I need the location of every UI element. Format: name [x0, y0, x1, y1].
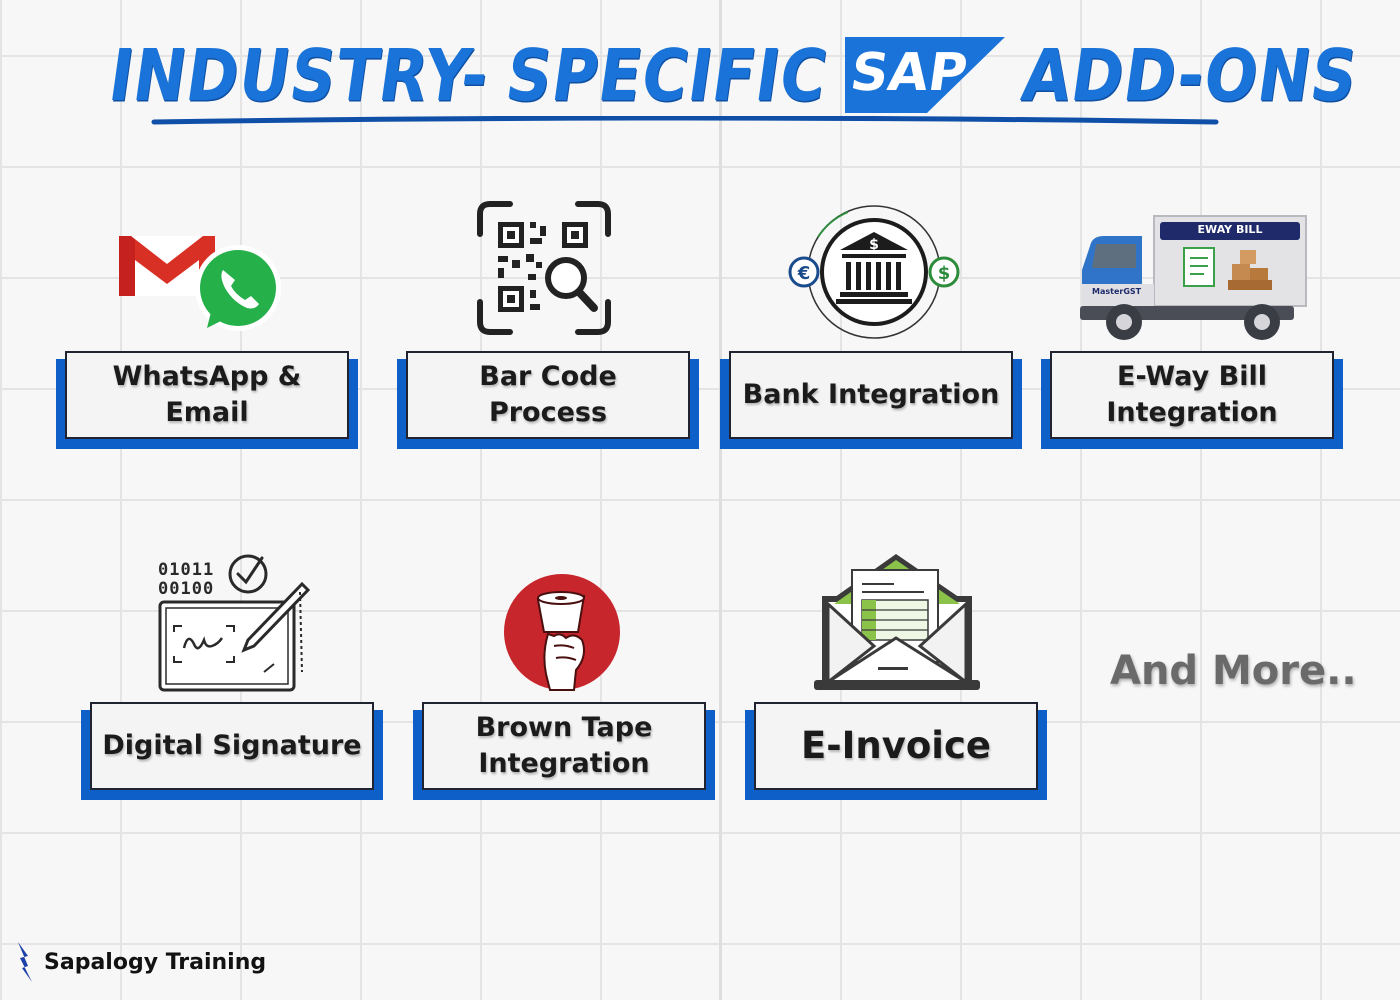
qr-scan-icon: [477, 201, 611, 335]
bank-currency-icon: $ € $: [788, 205, 960, 339]
card-label: Bank Integration: [729, 351, 1013, 439]
card-label: WhatsApp & Email: [65, 351, 349, 439]
binary-line-2: 00100: [158, 579, 215, 599]
sapalogy-logo-icon: [18, 942, 32, 982]
mastergst-brand: MasterGST: [1092, 287, 1142, 296]
and-more-text: And More..: [1110, 648, 1357, 694]
center-divider: [719, 0, 722, 1000]
svg-text:$: $: [869, 237, 879, 253]
card-label: E-Way Bill Integration: [1050, 351, 1334, 439]
card-bar-code-process[interactable]: Bar Code Process: [397, 351, 699, 449]
card-brown-tape-integration[interactable]: Brown Tape Integration: [413, 702, 715, 800]
brand-footer[interactable]: Sapalogy Training: [14, 942, 266, 982]
page-title: INDUSTRY- SPECIFIC SAP ADD-ONS: [104, 30, 1362, 120]
svg-text:€: €: [797, 263, 811, 284]
title-industry: INDUSTRY-: [104, 33, 495, 117]
svg-text:$: $: [938, 263, 951, 284]
digital-signature-icon: 01011 00100: [156, 552, 316, 694]
sap-logo: SAP: [844, 37, 1005, 113]
card-label: Bar Code Process: [406, 351, 690, 439]
binary-line-1: 01011: [158, 560, 215, 580]
card-digital-signature[interactable]: Digital Signature: [81, 702, 383, 800]
brand-name: Sapalogy Training: [44, 949, 267, 975]
card-e-invoice[interactable]: E-Invoice: [745, 702, 1047, 800]
gmail-whatsapp-icon: [119, 236, 281, 331]
card-bank-integration[interactable]: Bank Integration: [720, 351, 1022, 449]
card-label: E-Invoice: [754, 702, 1038, 790]
title-addons: ADD-ONS: [1016, 33, 1363, 117]
title-underline: [151, 116, 1219, 125]
card-eway-bill-integration[interactable]: E-Way Bill Integration: [1041, 351, 1343, 449]
eway-truck-icon: EWAY BILL MasterGST: [1080, 214, 1308, 344]
card-whatsapp-email[interactable]: WhatsApp & Email: [56, 351, 358, 449]
card-label: Digital Signature: [90, 702, 374, 790]
title-specific: SPECIFIC: [500, 33, 833, 117]
eway-sign: EWAY BILL: [1197, 223, 1263, 236]
tape-hand-icon: [504, 574, 620, 691]
card-label: Brown Tape Integration: [422, 702, 706, 790]
email-invoice-icon: [814, 554, 980, 690]
